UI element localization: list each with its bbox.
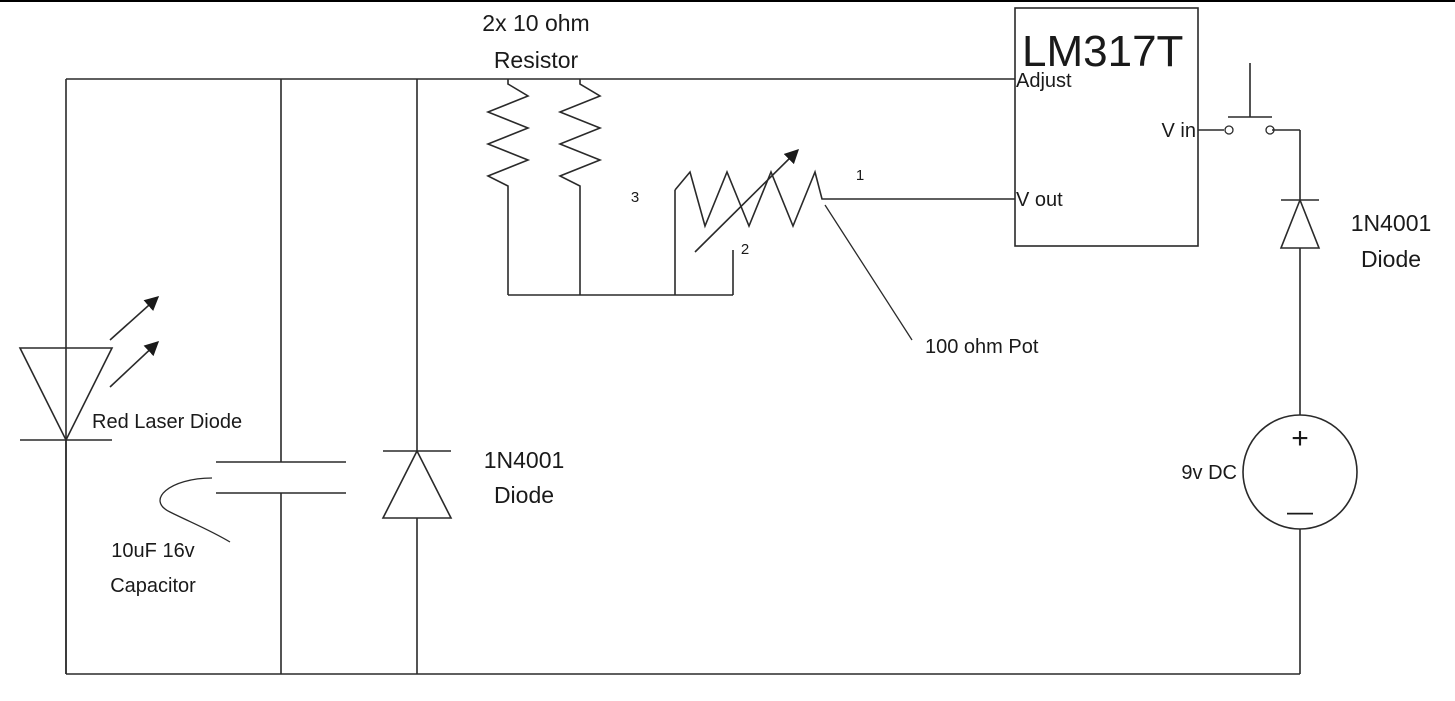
battery-label: 9v DC (1181, 462, 1237, 484)
battery-minus-sign: — (1287, 496, 1313, 526)
resistor-1-symbol (485, 79, 531, 190)
regulator-pin-adjust: Adjust (1016, 70, 1072, 92)
pot-pin-2-label: 2 (741, 241, 749, 258)
capacitor-label-line2: Capacitor (110, 575, 196, 597)
diode-center-label-line1: 1N4001 (484, 447, 565, 473)
potentiometer-symbol (674, 169, 830, 229)
laser-diode-symbol (18, 347, 114, 674)
push-button-switch (1224, 63, 1275, 135)
laser-emission-arrow-2 (109, 341, 160, 388)
laser-emission-arrow-1 (109, 296, 160, 341)
pot-pin-1-label: 1 (856, 167, 864, 184)
capacitor-label-line1: 10uF 16v (111, 540, 194, 562)
diode-center-label-line2: Diode (494, 482, 554, 508)
battery-plus-sign: + (1291, 422, 1309, 455)
regulator-pin-vout: V out (1016, 189, 1063, 211)
laser-label: Red Laser Diode (92, 411, 242, 433)
capacitor-symbol (159, 461, 346, 543)
pot-label-leader (824, 204, 913, 341)
resistors-label-line2: Resistor (494, 47, 579, 73)
wiring (65, 78, 1301, 675)
regulator-pin-vin: V in (1162, 120, 1196, 142)
resistor-2-symbol (557, 79, 603, 190)
potentiometer-wiper-arrow (694, 148, 800, 253)
regulator-name: LM317T (1022, 27, 1183, 76)
diode-right-label-line2: Diode (1361, 246, 1421, 272)
pot-label: 100 ohm Pot (925, 336, 1039, 358)
resistors-label-line1: 2x 10 ohm (482, 10, 589, 36)
battery-9v-symbol (1242, 412, 1358, 530)
lm317t-regulator-box (1014, 7, 1199, 247)
pot-pin-3-label: 3 (631, 189, 639, 206)
diode-center-symbol (381, 449, 453, 519)
diode-right-label-line1: 1N4001 (1351, 210, 1432, 236)
diode-right-symbol (1279, 197, 1321, 249)
